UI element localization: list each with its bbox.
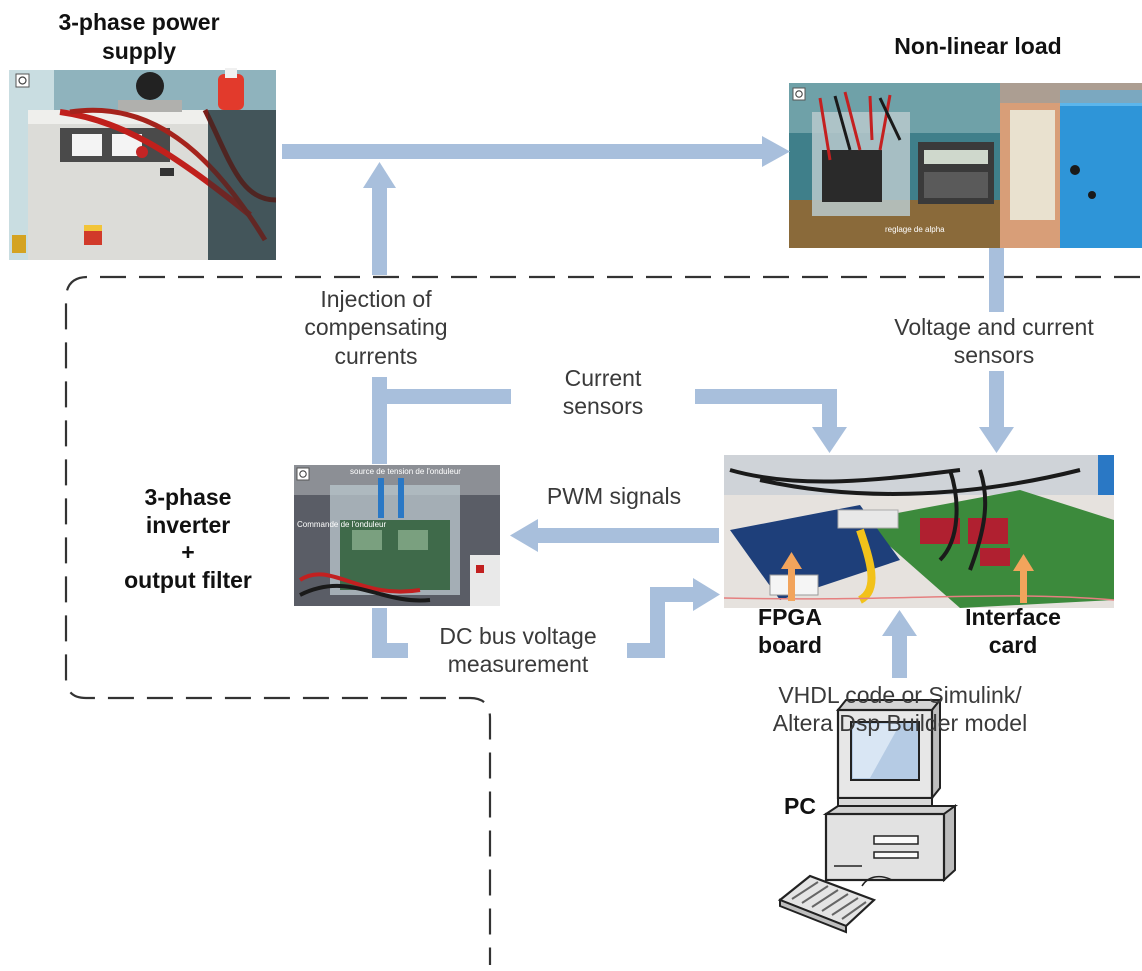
pwm-signals-label: PWM signals [547, 483, 681, 509]
injection-label-line2: compensating [304, 314, 447, 340]
current-sensors-label-line2: sensors [563, 393, 644, 419]
dc-bus-label-line2: measurement [448, 651, 589, 677]
current-sensors-label-line1: Current [565, 365, 642, 391]
inverter-title-line1: 3-phase [145, 484, 232, 510]
arrow-head-icon [693, 578, 720, 611]
inverter-title-line2: inverter [146, 512, 230, 538]
vhdl-label-line1: VHDL code or Simulink/ [778, 682, 1022, 708]
voltage-sensors-label-line1: Voltage and current [894, 314, 1094, 340]
power-supply-photo [9, 68, 277, 260]
arrow-pwm-signals [510, 519, 719, 552]
arrow-head-icon [882, 610, 917, 636]
dashed-boundary [64, 275, 1140, 965]
fpga-board-label-line2: board [758, 632, 822, 658]
inverter-photo: source de tension de l'onduleur Commande… [294, 465, 500, 606]
arrow-head-icon [979, 427, 1014, 453]
arrow-dc-bus-measurement [372, 578, 720, 658]
fpga-marker-arrow [781, 552, 802, 601]
inverter-title-line3: + [181, 539, 194, 565]
arrow-head-icon [363, 162, 396, 188]
inverter-photo-caption-left: Commande de l'onduleur [297, 520, 386, 529]
photo-badge-icon [15, 73, 30, 88]
arrow-voltage-sensors-from-load [979, 248, 1014, 453]
arrow-head-icon [781, 552, 802, 569]
interface-card-label-line2: card [989, 632, 1038, 658]
arrow-head-icon [762, 136, 790, 167]
interface-marker-arrow [1013, 554, 1034, 603]
photo-badge-icon [792, 87, 806, 101]
computer-icon [777, 697, 959, 934]
arrow-head-icon [510, 519, 538, 552]
inverter-photo-caption-top: source de tension de l'onduleur [350, 467, 461, 476]
injection-label-line3: currents [334, 343, 417, 369]
power-supply-title-line2: supply [102, 38, 176, 64]
arrow-supply-to-load [282, 136, 790, 167]
fpga-photo [723, 455, 1115, 608]
pc-label: PC [784, 793, 816, 819]
arrow-current-sensors [387, 389, 847, 453]
voltage-sensors-label-line2: sensors [954, 342, 1035, 368]
injection-line-vertical [372, 377, 387, 464]
photo-badge-icon [296, 467, 310, 481]
injection-label-line1: Injection of [320, 286, 432, 312]
load-photo: reglage de alpha [789, 83, 1000, 248]
load-photo-caption: reglage de alpha [885, 225, 945, 234]
arrow-head-icon [1013, 554, 1034, 571]
interface-card-label-line1: Interface [965, 604, 1061, 630]
arrow-head-icon [812, 427, 847, 453]
power-supply-title-line1: 3-phase power [58, 9, 219, 35]
arrow-injection-up [363, 162, 396, 275]
dc-bus-label-line1: DC bus voltage [439, 623, 596, 649]
fpga-board-label-line1: FPGA [758, 604, 822, 630]
load-title: Non-linear load [894, 33, 1061, 59]
load-photo-side [1000, 83, 1142, 248]
vhdl-label-line2: Altera Dsp Builder model [773, 710, 1027, 736]
inverter-title-line4: output filter [124, 567, 252, 593]
